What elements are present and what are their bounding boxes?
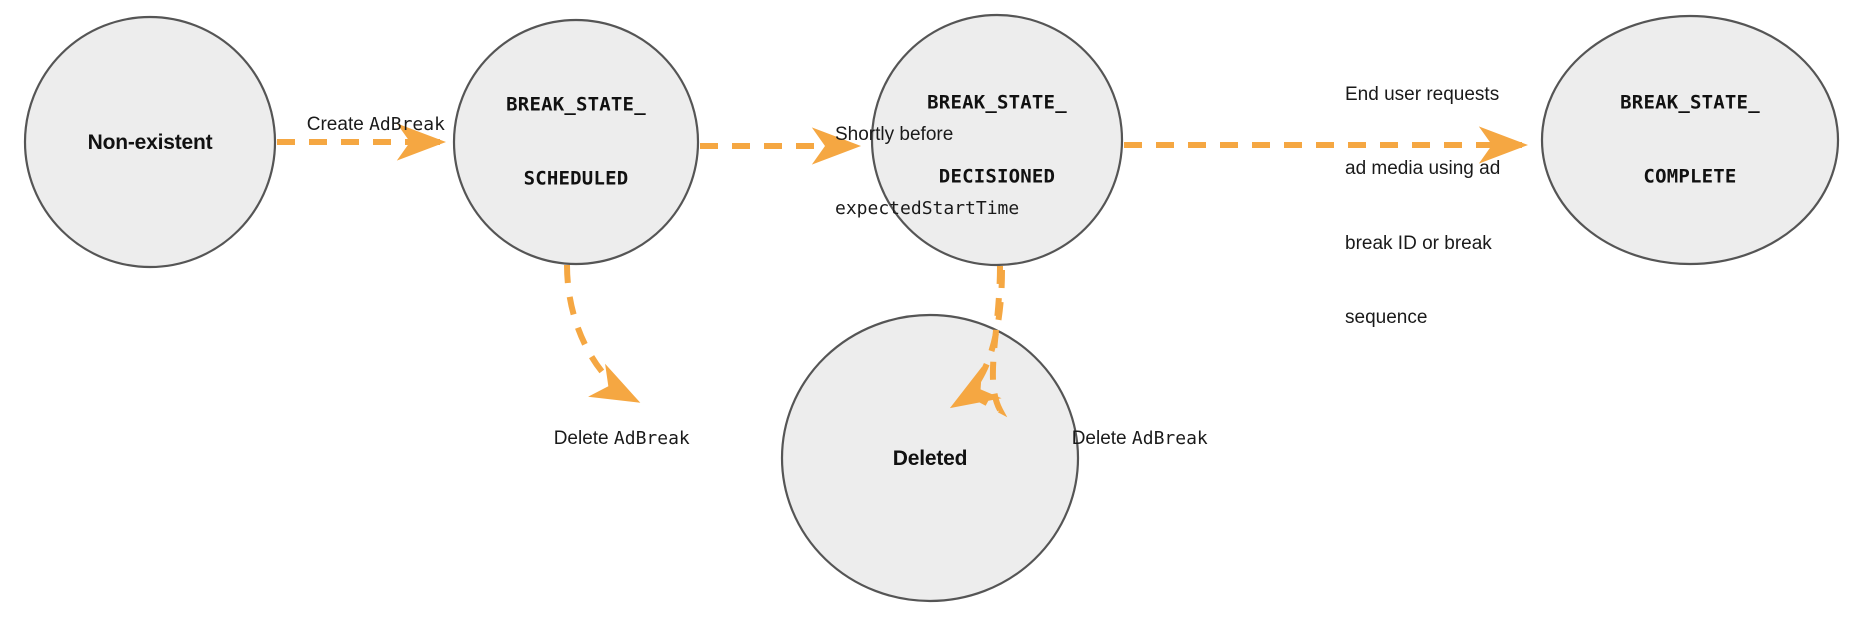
- node-shape-break-state-decisioned[interactable]: [870, 13, 1124, 267]
- node-shape-break-state-scheduled[interactable]: [452, 18, 700, 266]
- node-shape-non-existent[interactable]: [23, 15, 277, 269]
- node-shape-deleted[interactable]: [780, 313, 1080, 603]
- node-break-state-complete[interactable]: [1540, 14, 1840, 266]
- edge-delete-adbreak-from-decisioned[interactable]: [949, 269, 1005, 409]
- node-shape-break-state-complete[interactable]: [1540, 14, 1840, 266]
- edge-delete-adbreak-from-scheduled[interactable]: [564, 264, 641, 403]
- node-deleted[interactable]: [780, 313, 1080, 603]
- node-non-existent[interactable]: [23, 15, 277, 269]
- node-break-state-decisioned[interactable]: [870, 13, 1124, 267]
- node-break-state-scheduled[interactable]: [452, 18, 700, 266]
